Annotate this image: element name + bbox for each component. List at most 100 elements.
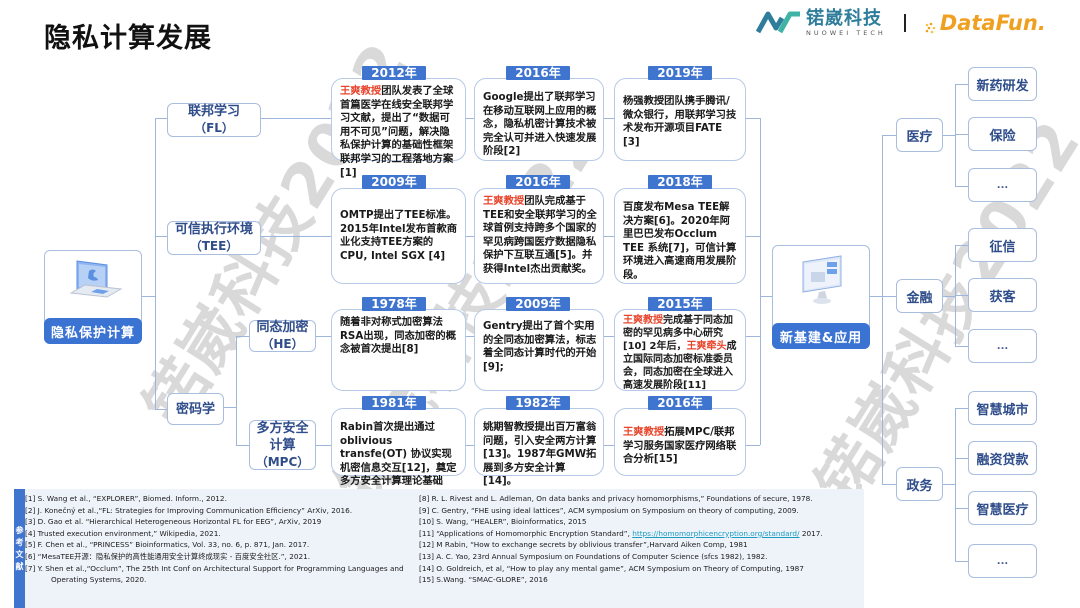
- connector: [955, 346, 968, 347]
- connector: [604, 445, 614, 446]
- reference-item: [8] R. L. Rivest and L. Adleman, On data…: [419, 494, 813, 503]
- leaf-drug-development[interactable]: 新药研发: [968, 67, 1037, 101]
- connector: [466, 336, 474, 337]
- reference-link[interactable]: https://homomorphicencryption.org/standa…: [632, 528, 800, 538]
- connector: [236, 336, 237, 445]
- year-badge: 2015年: [648, 297, 712, 311]
- nuowei-logo-icon: [755, 10, 802, 36]
- references-tab: 参 考 文 献: [14, 489, 25, 608]
- timeline-card-mpc-1981: Rabin首次提出通过 oblivious transfe(OT) 协议实现机密…: [331, 408, 466, 487]
- connector: [466, 236, 474, 237]
- year-badge: 2018年: [648, 175, 712, 189]
- connector: [236, 445, 249, 446]
- connector: [882, 135, 883, 484]
- nuowei-name-en: NUOWEI TECH: [806, 29, 886, 37]
- reference-item: [1] S. Wang et al., “EXPLORER”, Biomed. …: [25, 494, 227, 503]
- connector: [236, 336, 249, 337]
- reference-item: [3] D. Gao et al. “Hierarchical Heteroge…: [25, 517, 322, 527]
- connector: [746, 336, 760, 337]
- connector: [155, 118, 167, 119]
- timeline-card-tee-2018: 百度发布Mesa TEE解决方案[6]。2020年阿里巴巴发布Occlum TE…: [614, 188, 746, 284]
- connector: [882, 484, 896, 485]
- nuowei-name: 锘崴科技: [806, 8, 882, 29]
- reference-item: [14] O. Goldreich, et al, “How to play a…: [419, 563, 804, 573]
- connector: [955, 408, 968, 409]
- reference-item: [4] Trusted execution environment,” Wiki…: [25, 528, 221, 538]
- connector: [155, 118, 156, 409]
- connector: [746, 236, 760, 237]
- reference-item: [13] A. C. Yao, 23rd Annual Symposium on…: [419, 551, 768, 561]
- connector: [955, 84, 968, 85]
- reference-item: [7] Y. Shen et al.,“Occlum”, The 25th In…: [25, 563, 404, 573]
- category-finance[interactable]: 金融: [896, 279, 943, 313]
- leaf-more-medical[interactable]: ...: [968, 168, 1037, 202]
- connector: [955, 458, 968, 459]
- connector: [760, 118, 761, 445]
- timeline-card-fl-2019: 杨强教授团队携手腾讯/微众银行，用联邦学习技术发布开源项目FATE [3]: [614, 78, 746, 161]
- connector: [466, 118, 474, 119]
- connector: [955, 408, 956, 561]
- branch-federated-learning[interactable]: 联邦学习 （FL）: [167, 103, 261, 137]
- category-medical[interactable]: 医疗: [896, 118, 943, 152]
- year-badge: 2009年: [362, 175, 426, 189]
- year-badge: 1982年: [506, 396, 570, 410]
- category-government[interactable]: 政务: [896, 467, 943, 501]
- leaf-financing-loans[interactable]: 融资贷款: [968, 441, 1037, 475]
- connector: [466, 445, 474, 446]
- year-badge: 2016年: [506, 66, 570, 80]
- reference-item: [5] F. Chen et al., “PRINCESS” Bioinform…: [25, 540, 310, 550]
- connector: [224, 407, 236, 408]
- reference-item: [2] J. Konečný et al.,“FL: Strategies fo…: [25, 505, 353, 515]
- connector: [955, 508, 968, 509]
- reference-item: [10] S. Wang, “HEALER”, Bioinformatics, …: [419, 517, 587, 527]
- datafun-logo: DataFun.: [924, 11, 1046, 35]
- hub-node-new-infrastructure[interactable]: 新基建&应用: [772, 245, 870, 349]
- timeline-card-tee-2016: 王爽教授团队完成基于TEE和安全联邦学习的全球首例支持跨多个国家的罕见病跨国医疗…: [474, 188, 604, 284]
- leaf-more-government[interactable]: ...: [968, 544, 1037, 578]
- connector: [955, 245, 968, 246]
- connector: [746, 118, 760, 119]
- datafun-dots-icon: [924, 16, 938, 34]
- connector: [316, 336, 331, 337]
- leaf-insurance[interactable]: 保险: [968, 117, 1037, 151]
- connector: [943, 296, 955, 297]
- timeline-card-mpc-2016: 王爽教授拓展MPC/联邦学习服务国家医疗网络联合分析[15]: [614, 408, 746, 476]
- reference-item: [9] C. Gentry, “FHE using ideal lattices…: [419, 505, 799, 515]
- connector: [261, 118, 331, 119]
- connector: [955, 84, 956, 186]
- connector: [604, 336, 614, 337]
- branch-tee[interactable]: 可信执行环境 （TEE）: [167, 221, 261, 255]
- leaf-customer-acquisition[interactable]: 获客: [968, 278, 1037, 312]
- references-right: [8] R. L. Rivest and L. Adleman, On data…: [419, 493, 823, 586]
- timeline-card-fl-2012: 王爽教授团队发表了全球首篇医学在线安全联邦学习文献，提出了“数据可用不可见”问题…: [331, 78, 466, 179]
- reference-item: [11] “Applications of Homomorphic Encryp…: [419, 528, 823, 538]
- connector: [746, 445, 760, 446]
- references-panel: 参 考 文 献 [1] S. Wang et al., “EXPLORER”, …: [14, 489, 864, 608]
- timeline-card-he-1978: 随着非对称式加密算法RSA出现，同态加密的概念被首次提出[8]: [331, 309, 466, 391]
- connector: [882, 135, 896, 136]
- page-title: 隐私计算发展: [44, 23, 212, 54]
- root-node-privacy-computing[interactable]: 隐私保护计算: [44, 250, 142, 344]
- branch-mpc[interactable]: 多方安全 计算 （MPC）: [249, 420, 316, 470]
- connector: [955, 134, 968, 135]
- timeline-card-fl-2016: Google提出了联邦学习在移动互联网上应用的概念，隐私机密计算技术被完全认可并…: [474, 78, 604, 161]
- connector: [141, 296, 155, 297]
- timeline-card-he-2009: Gentry提出了首个实用的全同态加密算法，标志着全同态计算时代的开始[9];: [474, 309, 604, 391]
- branch-homomorphic-encryption[interactable]: 同态加密 （HE）: [249, 320, 316, 352]
- hub-label: 新基建&应用: [772, 323, 870, 349]
- branch-cryptography[interactable]: 密码学: [167, 393, 224, 425]
- leaf-credit-reporting[interactable]: 征信: [968, 228, 1037, 262]
- reference-item: [12] M Rabin, “How to exchange secrets b…: [419, 540, 748, 550]
- year-badge: 2016年: [506, 175, 570, 189]
- reference-item: Operating Systems, 2020.: [51, 575, 147, 585]
- leaf-smart-city[interactable]: 智慧城市: [968, 391, 1037, 425]
- connector: [943, 484, 955, 485]
- datafun-name: DataFun.: [939, 11, 1046, 35]
- leaf-smart-healthcare[interactable]: 智慧医疗: [968, 491, 1037, 525]
- timeline-card-mpc-1982: 姚期智教授提出百万富翁问题，引入安全两方计算[13]。1987年GMW拓展到多方…: [474, 408, 604, 487]
- connector: [955, 186, 968, 187]
- timeline-card-tee-2009: OMTP提出了TEE标准。2015年Intel发布首款商业化支持TEE方案的CP…: [331, 188, 466, 284]
- connector: [955, 561, 968, 562]
- leaf-more-finance[interactable]: ...: [968, 329, 1037, 363]
- reference-item: [15] S.Wang. “SMAC-GLORE”, 2016: [419, 575, 548, 585]
